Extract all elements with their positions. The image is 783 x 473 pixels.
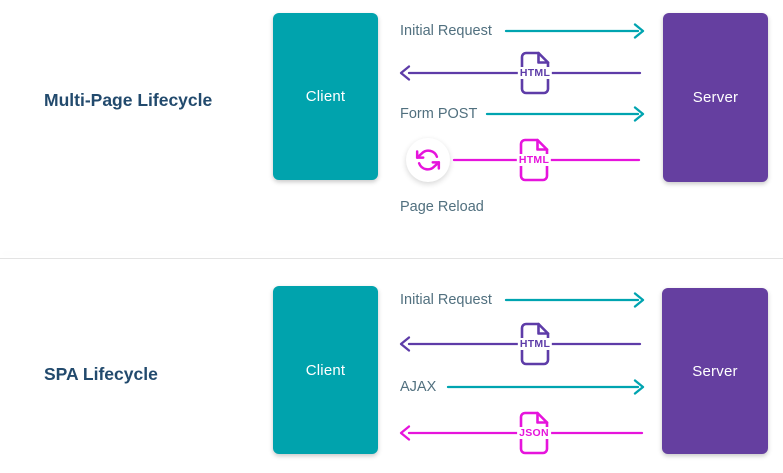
client-box-label: Client	[305, 361, 346, 379]
section-title-multi-page: Multi-Page Lifecycle	[44, 90, 213, 110]
html-file-icon: HTML	[517, 50, 553, 96]
section-title-spa: SPA Lifecycle	[44, 364, 158, 384]
json-file-icon: JSON	[516, 410, 552, 456]
flow-caption-page-reload: Page Reload	[400, 199, 484, 215]
server-box: Server	[663, 13, 768, 182]
request-arrow-right	[504, 292, 645, 308]
flow-label-initial-request: Initial Request	[400, 292, 492, 308]
server-box-label: Server	[692, 89, 739, 106]
flow-label-ajax: AJAX	[400, 379, 437, 395]
server-box: Server	[662, 288, 768, 454]
client-box: Client	[273, 286, 378, 454]
html-file-icon-label: HTML	[517, 338, 553, 350]
flow-label-form-post: Form POST	[400, 106, 478, 122]
server-box-label: Server	[692, 362, 738, 380]
request-arrow-right	[485, 106, 645, 122]
request-arrow-right	[504, 23, 645, 39]
client-box-label: Client	[305, 88, 346, 105]
html-file-icon-label: HTML	[516, 154, 552, 166]
html-file-icon-label: HTML	[517, 67, 553, 79]
flow-label-initial-request: Initial Request	[400, 23, 492, 39]
html-file-icon: HTML	[516, 137, 552, 183]
request-arrow-right	[446, 379, 645, 395]
page-reload-icon	[406, 138, 450, 182]
section-divider	[0, 258, 783, 259]
json-file-icon-label: JSON	[517, 427, 551, 439]
client-box: Client	[273, 13, 378, 180]
html-file-icon: HTML	[517, 321, 553, 367]
